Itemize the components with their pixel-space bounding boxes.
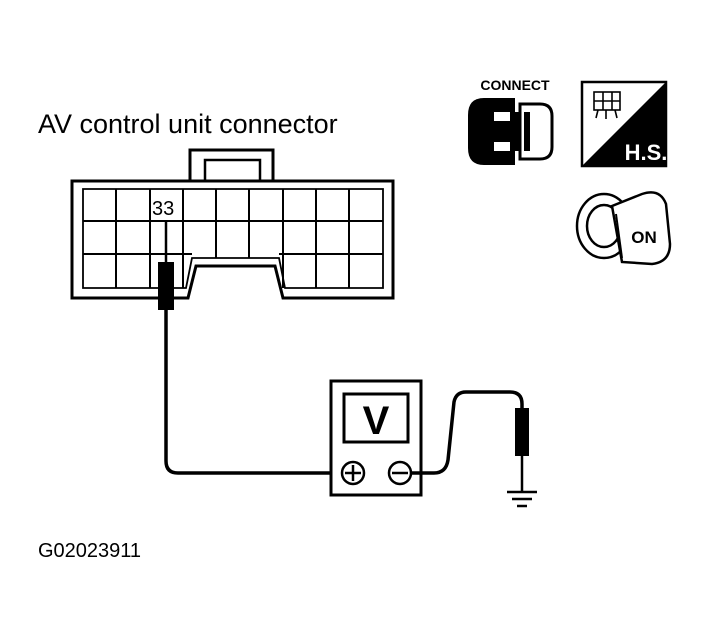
connect-icon-label: CONNECT — [480, 77, 550, 93]
voltmeter: V — [329, 379, 423, 497]
negative-probe — [515, 408, 529, 492]
ground-icon — [507, 490, 537, 508]
ignition-on-label: ON — [631, 228, 657, 247]
negative-lead-wire — [411, 390, 524, 475]
positive-probe — [158, 222, 174, 310]
voltmeter-display-label: V — [363, 399, 390, 443]
harness-side-icon: H.S. — [580, 80, 668, 168]
pin-33-label: 33 — [152, 198, 174, 220]
positive-terminal — [340, 460, 366, 486]
figure-id: G02023911 — [38, 540, 141, 562]
positive-lead-wire — [164, 310, 341, 475]
connect-icon: CONNECT — [468, 77, 554, 165]
harness-side-label: H.S. — [625, 140, 668, 165]
connector-title: AV control unit connector — [38, 109, 338, 139]
av-control-unit-connector — [70, 148, 395, 300]
negative-terminal — [387, 460, 413, 486]
ignition-key-on-icon: ON — [575, 191, 672, 266]
